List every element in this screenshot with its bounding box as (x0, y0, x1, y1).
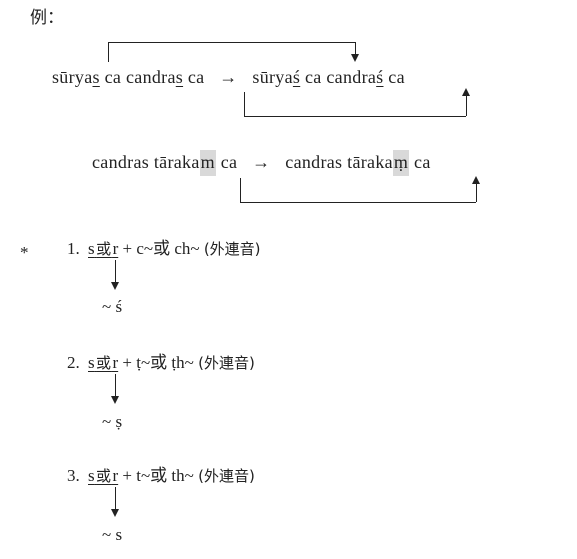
arrow-up-icon (462, 88, 470, 96)
arrow-down-icon (111, 509, 119, 517)
connector-line (244, 116, 466, 117)
example-label: 例： (30, 8, 64, 28)
rule-item: 2. s 或 r + ṭ~或 ṭh~ (外連音) (67, 353, 255, 372)
derivation-line (115, 374, 116, 396)
connector-line (355, 42, 356, 54)
rule-result: ~ ṣ (102, 412, 123, 431)
connector-line (108, 42, 355, 43)
connector-line (240, 178, 241, 202)
connector-line (108, 42, 109, 62)
connector-line (466, 96, 467, 116)
rule-item: 1. s 或 r + c~或 ch~ (外連音) (67, 239, 261, 258)
connector-line (240, 202, 476, 203)
rule-item: 3. s 或 r + t~或 th~ (外連音) (67, 466, 255, 485)
example-1-sentence: sūryas ca candras ca → sūryaś ca candraś… (52, 67, 405, 87)
rule-result: ~ ś (102, 297, 123, 316)
example-2-sentence: candras tārakam ca → candras tārakaṃ ca (92, 150, 431, 176)
right-arrow-icon: → (219, 67, 238, 87)
derivation-line (115, 260, 116, 282)
arrow-down-icon (111, 282, 119, 290)
derivation-line (115, 487, 116, 509)
bullet-asterisk: * (20, 243, 29, 262)
connector-line (244, 92, 245, 116)
rule-result: ~ s (102, 525, 123, 544)
arrow-up-icon (472, 176, 480, 184)
connector-line (476, 184, 477, 202)
arrow-down-icon (351, 54, 359, 62)
arrow-down-icon (111, 396, 119, 404)
right-arrow-icon: → (252, 152, 271, 172)
